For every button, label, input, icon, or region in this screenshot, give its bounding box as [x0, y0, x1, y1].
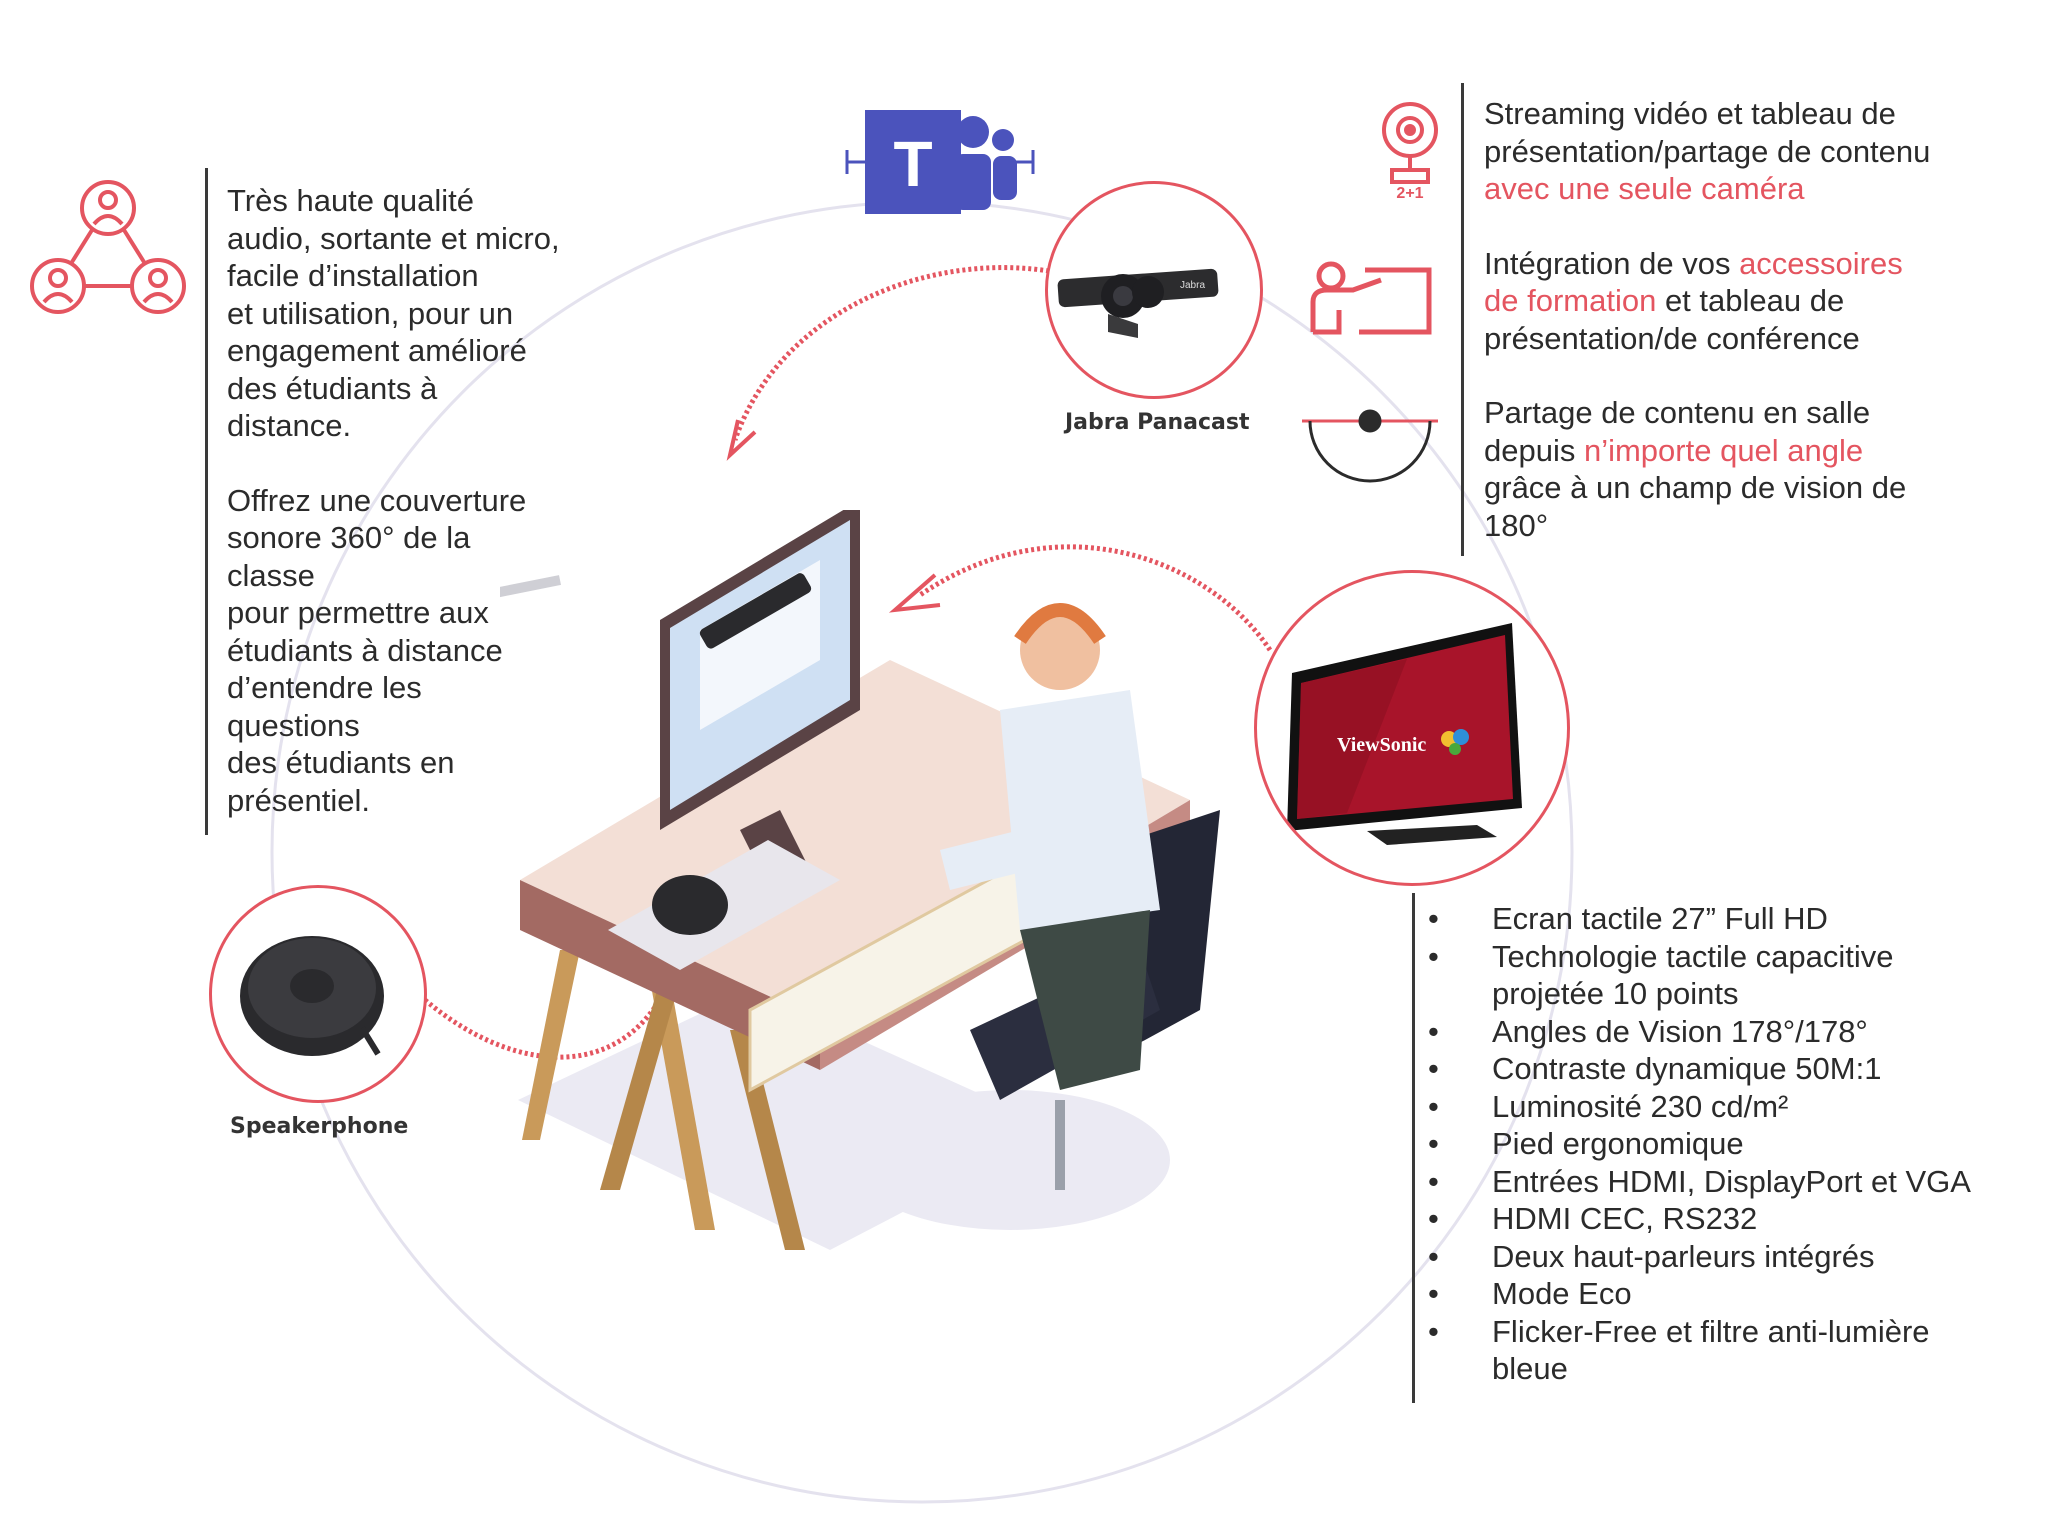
- right-top-text-panel: Streaming vidéo et tableau de présentati…: [1484, 95, 2024, 544]
- spec-item: Deux haut-parleurs intégrés: [1412, 1238, 2012, 1276]
- spec-item: Luminosité 230 cd/m²: [1412, 1088, 2012, 1126]
- display-photo: ViewSonic: [1254, 570, 1570, 886]
- svg-text:2+1: 2+1: [1396, 185, 1423, 200]
- spec-item: Entrées HDMI, DisplayPort et VGA: [1412, 1163, 2012, 1201]
- spec-item: Pied ergonomique: [1412, 1125, 2012, 1163]
- svg-text:ViewSonic: ViewSonic: [1337, 734, 1426, 756]
- teams-logo-icon: T: [845, 110, 1035, 220]
- left-para-2: Offrez une couverture sonore 360° de la …: [227, 482, 527, 818]
- spec-item: Contraste dynamique 50M:1: [1412, 1050, 2012, 1088]
- specs-list: Ecran tactile 27” Full HD Technologie ta…: [1412, 900, 2012, 1388]
- right-top-divider: [1461, 83, 1464, 556]
- svg-text:Jabra: Jabra: [1180, 280, 1205, 291]
- svg-text:T: T: [893, 128, 932, 200]
- speakerphone-caption: Speakerphone: [230, 1114, 409, 1139]
- feature-block-camera: Streaming vidéo et tableau de présentati…: [1484, 96, 1931, 206]
- camera-caption: Jabra Panacast: [1065, 410, 1250, 435]
- desk-illustration: [500, 510, 1220, 1250]
- left-divider: [205, 168, 208, 835]
- presenter-board-icon: [1305, 258, 1435, 338]
- spec-item: Mode Eco: [1412, 1275, 2012, 1313]
- spec-item: HDMI CEC, RS232: [1412, 1200, 2012, 1238]
- feature-block-accessories: Intégration de vos accessoires de format…: [1484, 245, 1903, 356]
- camera-photo: Jabra: [1045, 181, 1263, 399]
- left-text-panel: Très haute qualité audio, sortante et mi…: [227, 182, 627, 819]
- feature-block-angle: Partage de contenu en salle depuis n’imp…: [1484, 395, 1907, 543]
- webcam-icon: 2+1: [1370, 100, 1460, 200]
- spec-item: Ecran tactile 27” Full HD: [1412, 900, 2012, 938]
- spec-item: Angles de Vision 178°/178°: [1412, 1013, 2012, 1051]
- field-of-view-180-icon: [1300, 395, 1440, 485]
- network-people-icon: [28, 178, 188, 318]
- speakerphone-photo: [209, 885, 427, 1103]
- spec-item: Flicker-Free et filtre anti-lumière bleu…: [1412, 1313, 2012, 1388]
- left-para-1: Très haute qualité audio, sortante et mi…: [227, 183, 560, 443]
- spec-item: Technologie tactile capacitive projetée …: [1412, 938, 2012, 1013]
